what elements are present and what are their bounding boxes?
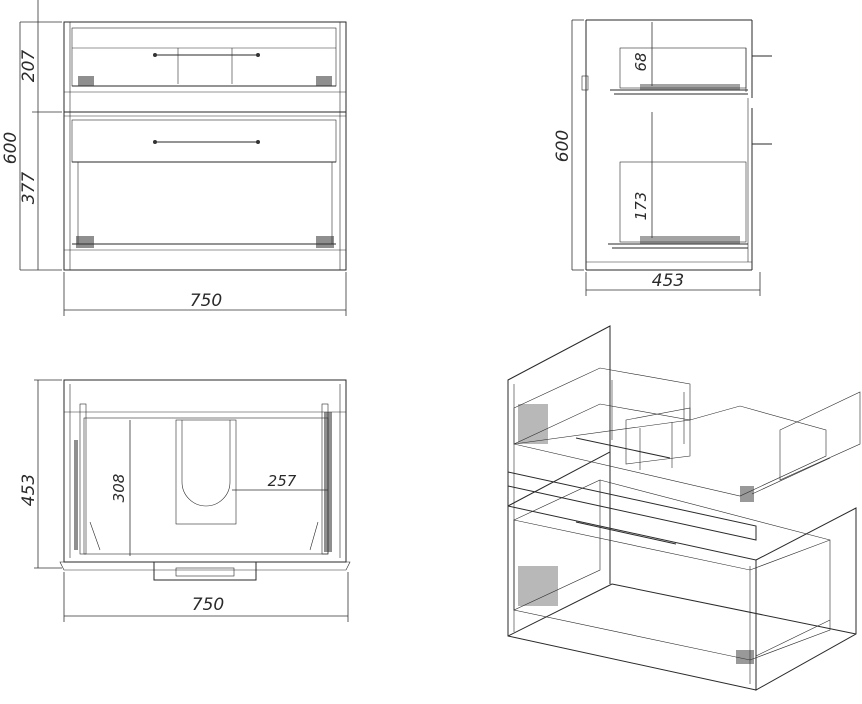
side-dim-height: 600 bbox=[553, 130, 573, 162]
plan-view: 453 308 257 750 bbox=[19, 379, 351, 622]
front-bottom-drawer bbox=[64, 119, 346, 251]
side-dim-top-gap: 68 bbox=[632, 52, 650, 71]
side-dim-depth: 453 bbox=[652, 271, 684, 291]
side-cabinet-body bbox=[581, 19, 772, 271]
front-dim-total-height: 600 bbox=[1, 132, 21, 164]
plan-dimension-lines bbox=[34, 379, 349, 622]
iso-cabinet-body bbox=[507, 325, 861, 691]
plan-cabinet-body bbox=[63, 379, 347, 563]
side-top-drawer bbox=[610, 47, 748, 95]
plan-siphon-cutout bbox=[175, 419, 237, 525]
front-view: 600 207 377 750 bbox=[1, 0, 347, 316]
iso-top-drawer bbox=[513, 367, 831, 502]
front-dim-bottom-drawer: 377 bbox=[19, 172, 39, 205]
side-dim-bottom-gap: 173 bbox=[632, 192, 650, 221]
front-top-drawer bbox=[64, 27, 346, 93]
front-cabinet-body bbox=[63, 21, 347, 271]
iso-view bbox=[507, 325, 861, 691]
plan-dim-inner-depth: 308 bbox=[110, 474, 128, 503]
front-dim-width: 750 bbox=[190, 291, 222, 311]
plan-dim-offset: 257 bbox=[268, 472, 297, 490]
plan-dim-depth: 453 bbox=[19, 474, 39, 506]
iso-bottom-drawer bbox=[513, 479, 831, 664]
side-dimension-lines bbox=[571, 19, 761, 296]
side-view: 600 68 173 453 bbox=[553, 19, 772, 296]
plan-side-rails bbox=[74, 412, 332, 552]
front-dim-top-drawer: 207 bbox=[19, 50, 39, 83]
side-bottom-drawer bbox=[608, 161, 748, 249]
plan-dim-width: 750 bbox=[192, 595, 224, 615]
plan-front-handle bbox=[59, 561, 351, 581]
front-dimension-lines bbox=[19, 0, 347, 316]
